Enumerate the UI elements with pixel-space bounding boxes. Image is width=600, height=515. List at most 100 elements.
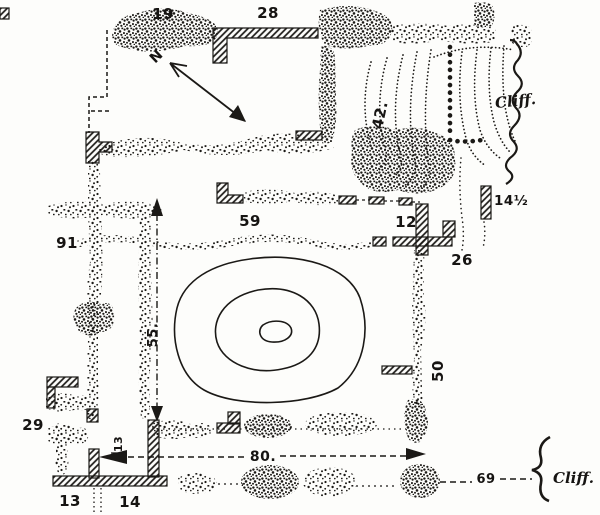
wall-29-lower	[88, 448, 100, 479]
slope-arc	[391, 54, 404, 179]
stipple-rowA-blob3	[305, 412, 377, 436]
slope-arc	[458, 51, 487, 167]
slope-arc	[378, 57, 388, 171]
stipple-mid-band	[98, 133, 335, 158]
wall-below-28	[295, 130, 323, 141]
stipple-59-band	[243, 189, 338, 206]
slope-arc	[433, 46, 515, 58]
slope-arc	[502, 45, 517, 144]
stipple-left-short-band	[46, 201, 162, 219]
stipple-left-bush	[73, 301, 115, 336]
label-42: 42.	[368, 99, 391, 130]
label-59: 59	[239, 212, 261, 230]
wall-12-vertical	[415, 203, 429, 256]
dashed-wall-gaps	[356, 199, 420, 203]
wall-12-horizontal-left	[372, 236, 387, 247]
wall-row-segment-1	[338, 195, 357, 205]
stipple-top-square	[511, 24, 533, 48]
wall-29-left	[46, 386, 56, 409]
label-26: 26	[451, 251, 473, 269]
label-13: 13	[59, 492, 81, 510]
wall-12-stub	[442, 220, 456, 238]
wall-50	[381, 365, 413, 375]
contour-lines	[173, 38, 551, 503]
stipple-rowB-blob2	[241, 465, 299, 499]
stipple-rowA-blob2	[244, 414, 292, 438]
label-14: 14	[119, 493, 141, 511]
wall-step-base	[216, 422, 241, 434]
slope-contours-right	[433, 45, 517, 167]
label-69: 69	[476, 472, 495, 487]
stipple-left-column	[86, 159, 103, 421]
stipple-top-patch	[474, 2, 495, 29]
slope-arc	[416, 49, 432, 193]
stipple-inner-column	[138, 215, 153, 419]
stipple-91-long-band	[76, 234, 375, 250]
stipple-rowA-blob4	[404, 399, 428, 443]
stipple-vertical-band-upper	[318, 45, 337, 144]
slope-arc	[473, 49, 501, 159]
dashed-boundary-topleft	[88, 30, 112, 133]
cliff-label-bottom: Cliff.	[553, 469, 594, 487]
label-50: 50	[429, 360, 447, 382]
stipple-rowB-blob3	[303, 467, 357, 497]
wall-14half	[480, 185, 492, 220]
label-55: 55.	[146, 323, 161, 348]
label-29: 29	[22, 416, 44, 434]
label-19: 19	[152, 5, 174, 23]
stipple-areas	[46, 2, 533, 499]
arrowhead-55-down	[151, 406, 163, 422]
stipple-top-right-mass	[318, 6, 393, 49]
north-arrow-fletch	[229, 105, 246, 122]
stipple-top-19-cluster	[112, 8, 219, 52]
wall-row-segment-2	[368, 196, 385, 205]
label-12: 12	[395, 213, 417, 231]
stipple-slope-mass	[351, 126, 456, 194]
dotted-trail-rowB	[218, 483, 398, 487]
wall-top-left-corner	[0, 7, 10, 20]
stipple-rowB-blob1	[178, 473, 217, 494]
arrowhead-80-right	[406, 448, 426, 460]
label-91: 91	[56, 234, 78, 252]
beaded-boundary-line	[447, 44, 485, 144]
labels: 19 28 N 42. Cliff. 14½ 59 12 91 26 55. 5…	[22, 4, 594, 511]
line-80	[128, 455, 406, 458]
stipple-29-blob-a	[46, 393, 92, 412]
wall-29-block	[86, 408, 99, 423]
mound-contour-middle	[214, 288, 321, 372]
dotted-trail-below-wall	[482, 221, 486, 249]
dotted-trail-right	[459, 157, 465, 251]
line-69	[440, 478, 532, 483]
stipple-rowA-blob1	[152, 420, 212, 440]
stipple-rowB-blob4	[400, 464, 440, 498]
measurement-lines	[88, 30, 532, 513]
cliff-brace-bottom	[531, 435, 551, 503]
label-28: 28	[257, 4, 279, 22]
label-80: 80.	[250, 449, 276, 465]
wall-28	[212, 27, 319, 64]
walls	[0, 7, 492, 487]
mound-contour-inner	[258, 320, 293, 343]
dotted-lines-below-wall	[93, 488, 102, 513]
arrowhead-55-up	[151, 198, 163, 216]
slope-arc	[488, 47, 511, 153]
wall-step-top	[227, 411, 241, 425]
label-14half: 14½	[494, 193, 528, 209]
cliff-edge-top	[504, 38, 523, 185]
north-arrow-shaft	[169, 62, 246, 122]
mound-contour-outer	[173, 256, 366, 404]
north-arrow-head	[169, 62, 188, 78]
label-13-tick: 13	[112, 436, 125, 452]
wall-bottom-bar	[52, 475, 168, 487]
stipple-29-blob-b	[47, 425, 89, 445]
wall-12-horizontal-right	[392, 236, 453, 247]
wall-row-segment-3	[398, 197, 413, 206]
slope-contours-left	[364, 49, 432, 193]
wall-left-tee	[85, 131, 113, 164]
wall-29-top-bar	[46, 376, 79, 388]
stipple-right-column	[412, 249, 426, 410]
wall-59	[216, 182, 244, 204]
cliff-label-top: Cliff.	[494, 90, 537, 112]
